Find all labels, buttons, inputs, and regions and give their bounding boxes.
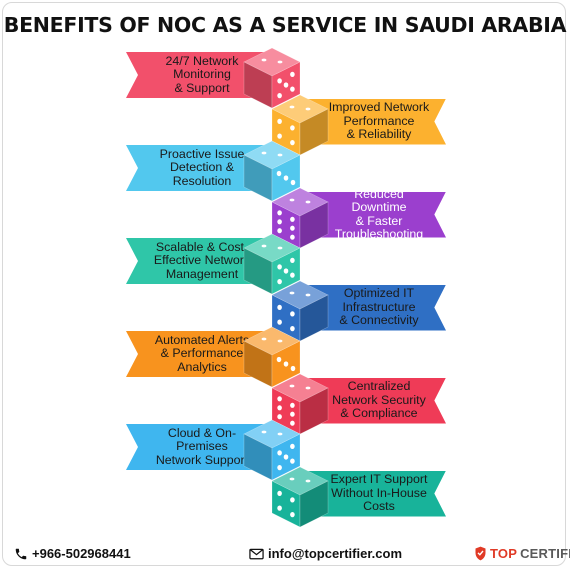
dice-cube-7 xyxy=(243,326,301,388)
page-title: BENEFITS OF NOC AS A SERVICE IN SAUDI AR… xyxy=(3,13,567,37)
phone-contact[interactable]: +966-502968441 xyxy=(14,546,131,561)
email-address: info@topcertifier.com xyxy=(268,546,403,561)
phone-number: +966-502968441 xyxy=(32,546,131,561)
phone-icon xyxy=(15,548,27,559)
logo-cert: CERTIFIER xyxy=(520,546,570,561)
dice-cube-6 xyxy=(271,280,329,341)
dice-cube-10 xyxy=(271,466,329,527)
envelope-icon xyxy=(249,548,264,559)
shield-icon xyxy=(475,546,486,561)
topcertifier-logo: TOPCERTIFIER xyxy=(474,546,570,561)
infographic-frame xyxy=(2,2,566,566)
email-contact[interactable]: info@topcertifier.com xyxy=(249,546,402,561)
dice-cube-5 xyxy=(243,233,301,295)
dice-cube-9 xyxy=(243,419,301,481)
dice-cube-1 xyxy=(243,47,301,109)
dice-cube-3 xyxy=(243,140,301,202)
dice-cube-8 xyxy=(271,373,329,434)
dice-cube-4 xyxy=(271,187,329,248)
dice-cube-2 xyxy=(271,94,329,155)
logo-top: TOP xyxy=(490,546,518,561)
